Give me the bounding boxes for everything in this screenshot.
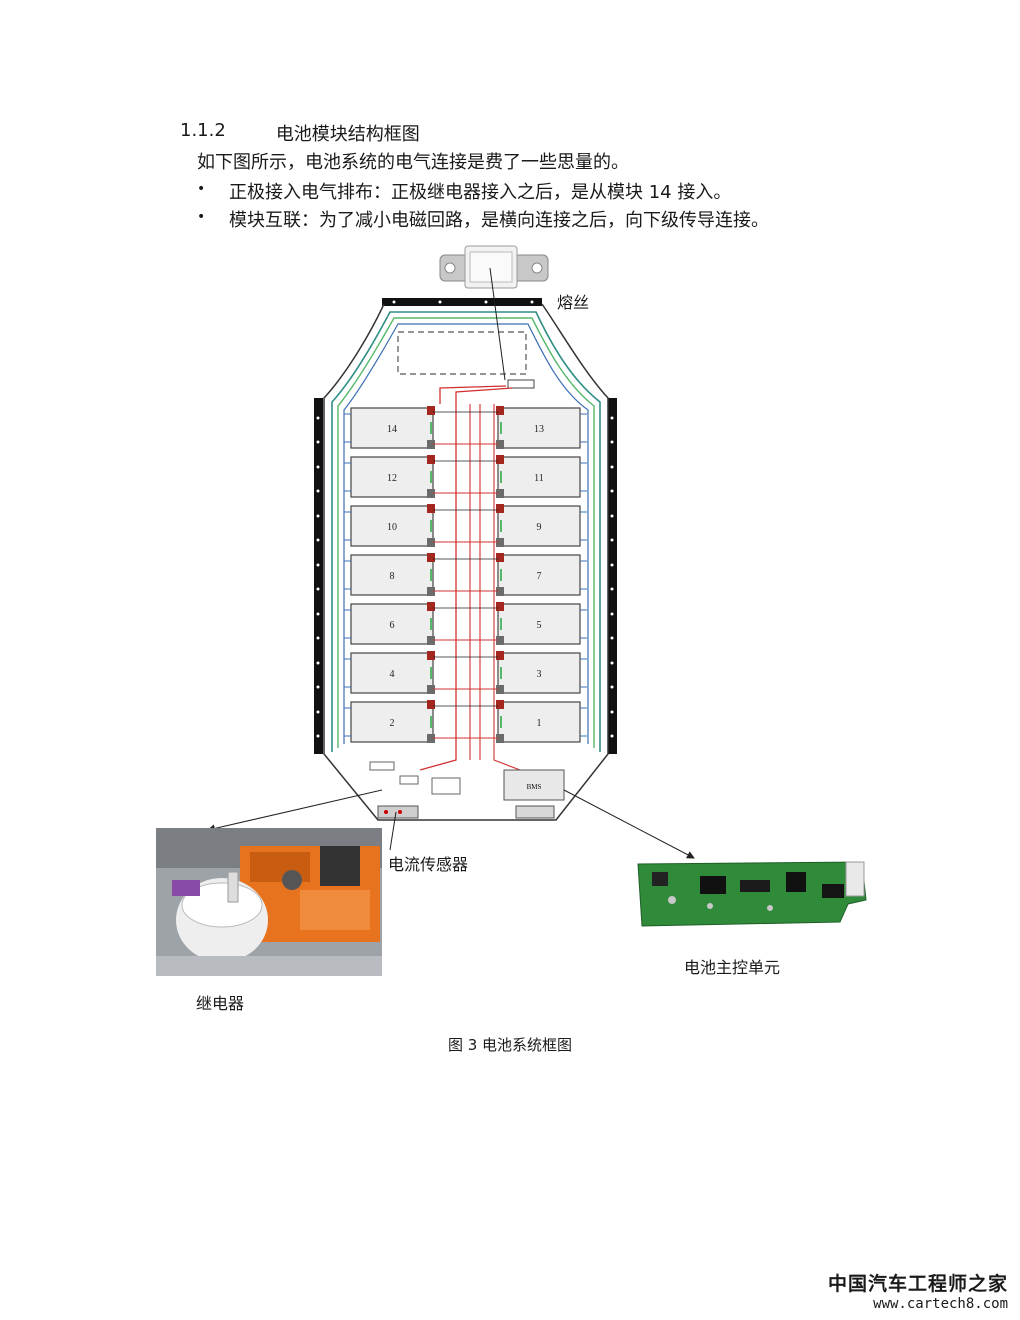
module-right: 13 [496,406,587,449]
section-title: 电池模块结构框图 [275,124,420,145]
bmu-photo [637,861,867,927]
module-terminal-positive [496,406,504,415]
module-number: 7 [537,571,542,582]
module-left: 10 [344,504,435,547]
module-terminal-positive [427,602,435,611]
module-left: 6 [344,602,435,645]
connector [507,379,535,389]
module-terminal-negative [496,489,504,498]
module-terminal-positive [427,504,435,513]
bms-board [503,769,565,801]
section-number: 1.1.2 [180,120,226,141]
bmu-label: 电池主控单元 [684,958,781,977]
module-terminal-positive [427,651,435,660]
fuse-label: 熔丝 [557,293,590,312]
module-left: 8 [344,553,435,596]
module-terminal-positive [496,553,504,562]
module-number: 12 [387,473,397,484]
module-terminal-positive [496,602,504,611]
watermark-url: www.cartech8.com [873,1296,1008,1312]
fuse-image [439,245,549,289]
module-terminal-negative [496,734,504,743]
module-left: 2 [344,700,435,743]
bullet-text: 模块互联：为了减小电磁回路，是横向连接之后，向下级传导连接。 [229,210,769,231]
module-terminal-negative [427,685,435,694]
module-number: 6 [390,620,395,631]
module-terminal-positive [427,406,435,415]
module-right: 11 [496,455,587,498]
pack-housing [323,303,609,821]
module-terminal-negative [496,685,504,694]
current-sensor-label: 电流传感器 [388,855,469,874]
module-left: 12 [344,455,435,498]
module-terminal-negative [427,587,435,596]
module-number: 14 [387,424,397,435]
module-number: 5 [537,620,542,631]
module-terminal-positive [496,700,504,709]
intro-paragraph: 如下图所示，电池系统的电气连接是费了一些思量的。 [197,152,629,173]
module-terminal-negative [496,587,504,596]
module-terminal-positive [496,651,504,660]
module-number: 9 [537,522,542,533]
module-number: 10 [387,522,397,533]
module-grid: 14 13 12 11 10 9 8 7 6 5 4 3 2 1 [316,406,614,743]
module-left: 14 [344,406,435,449]
module-terminal-negative [427,636,435,645]
module-terminal-negative [427,538,435,547]
module-number: 1 [537,718,542,729]
module-terminal-negative [427,489,435,498]
relay-photo [156,828,382,976]
dashed-area [397,331,527,375]
module-terminal-negative [496,636,504,645]
module-number: 8 [390,571,395,582]
module-right: 5 [496,602,587,645]
bullet-item: • 正极接入电气排布：正极继电器接入之后，是从模块 14 接入。 [197,178,731,204]
bullet-marker: • [197,181,206,197]
module-right: 1 [496,700,587,743]
module-terminal-negative [496,440,504,449]
module-terminal-positive [496,455,504,464]
module-number: 3 [537,669,542,680]
module-right: 3 [496,651,587,694]
section-heading: 1.1.2 电池模块结构框图 [180,120,420,146]
left-rail [314,398,323,754]
module-number: 11 [534,473,544,484]
bullet-item: • 模块互联：为了减小电磁回路，是横向连接之后，向下级传导连接。 [197,206,769,232]
module-left: 4 [344,651,435,694]
bullet-text: 正极接入电气排布：正极继电器接入之后，是从模块 14 接入。 [229,182,732,203]
module-terminal-positive [427,700,435,709]
watermark-title: 中国汽车工程师之家 [827,1273,1008,1295]
module-number: 2 [390,718,395,729]
figure-caption: 图 3 电池系统框图 [447,1036,573,1054]
module-right: 7 [496,553,587,596]
module-terminal-negative [427,440,435,449]
top-busbar [382,298,542,306]
module-terminal-positive [427,455,435,464]
module-number: 13 [534,424,544,435]
bullet-marker: • [197,209,206,225]
module-number: 4 [390,669,395,680]
relay-label: 继电器 [196,994,245,1013]
bms-text: BMS [527,783,542,791]
right-rail [608,398,617,754]
module-right: 9 [496,504,587,547]
module-terminal-positive [427,553,435,562]
module-terminal-positive [496,504,504,513]
module-terminal-negative [427,734,435,743]
module-terminal-negative [496,538,504,547]
watermark: 中国汽车工程师之家 www.cartech8.com [828,1269,1008,1312]
